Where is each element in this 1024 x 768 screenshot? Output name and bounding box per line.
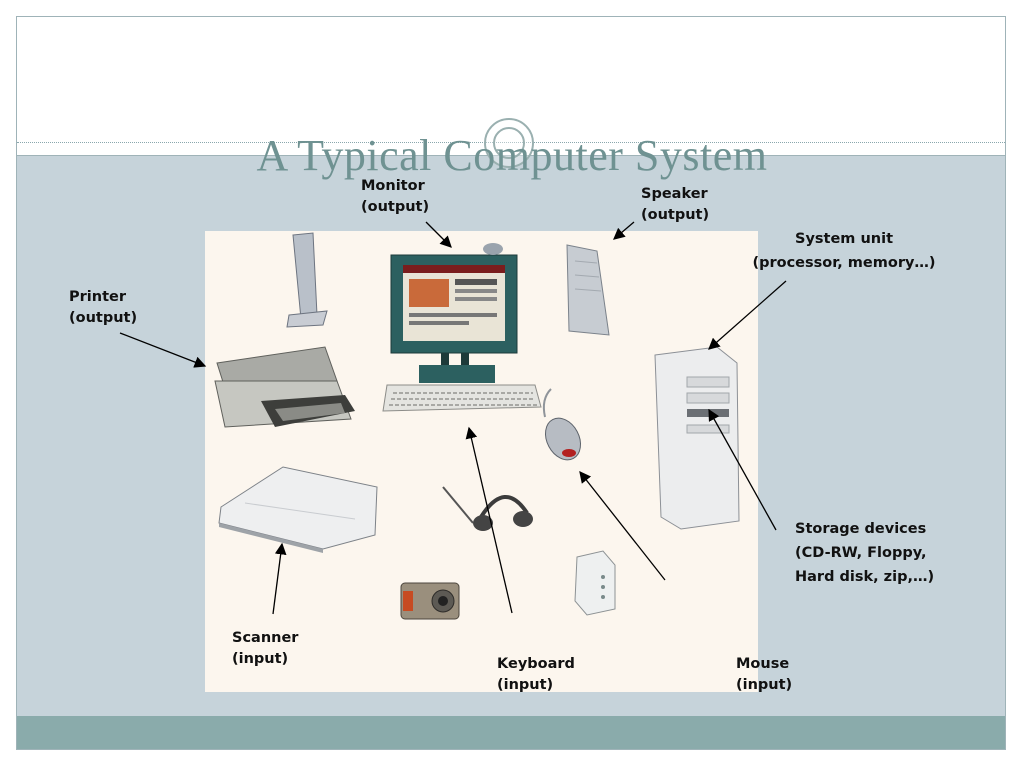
scanner-icon bbox=[218, 466, 378, 553]
digital-camera-icon bbox=[400, 582, 460, 620]
title-ring-inner bbox=[493, 127, 525, 159]
printer-icon bbox=[214, 346, 355, 428]
slide-title: A Typical Computer System bbox=[256, 131, 768, 180]
monitor-icon bbox=[390, 243, 518, 383]
label-keyboard-name: Keyboard bbox=[497, 656, 575, 672]
label-scanner-role: (input) bbox=[232, 651, 289, 667]
label-keyboard-role: (input) bbox=[497, 677, 554, 693]
label-printer: Printer (output) bbox=[69, 287, 137, 329]
slide-footer-band bbox=[17, 716, 1005, 749]
label-mouse-name: Mouse bbox=[736, 656, 790, 672]
computer-system-illustration bbox=[214, 232, 740, 620]
label-mouse-role: (input) bbox=[736, 677, 793, 693]
arrow-storage bbox=[708, 408, 777, 531]
keyboard-icon bbox=[382, 384, 542, 412]
arrow-monitor bbox=[425, 221, 452, 248]
label-printer-name: Printer bbox=[69, 289, 126, 305]
headset-icon bbox=[442, 486, 533, 531]
label-system-unit-name: System unit bbox=[795, 231, 893, 247]
label-monitor-role: (output) bbox=[361, 199, 430, 215]
label-speaker-role: (output) bbox=[641, 207, 710, 223]
label-monitor: Monitor (output) bbox=[361, 176, 429, 218]
label-system-unit-role: (processor, memory…) bbox=[752, 255, 936, 271]
arrow-scanner bbox=[272, 542, 287, 615]
speaker-icon bbox=[566, 244, 610, 336]
label-scanner-name: Scanner bbox=[232, 630, 299, 646]
arrow-speaker bbox=[613, 221, 635, 240]
label-printer-role: (output) bbox=[69, 310, 138, 326]
label-storage-detail-1: (CD-RW, Floppy, bbox=[795, 545, 927, 561]
arrow-mouse bbox=[579, 470, 666, 581]
label-speaker-name: Speaker bbox=[641, 186, 708, 202]
label-scanner: Scanner (input) bbox=[232, 628, 298, 670]
label-speaker: Speaker (output) bbox=[641, 184, 709, 226]
label-mouse: Mouse (input) bbox=[736, 654, 792, 696]
system-unit-icon bbox=[654, 346, 740, 530]
arrow-printer bbox=[119, 332, 207, 368]
label-storage-name: Storage devices bbox=[795, 521, 927, 537]
label-storage: Storage devices (CD-RW, Floppy, Hard dis… bbox=[795, 517, 934, 589]
label-monitor-name: Monitor bbox=[361, 178, 425, 194]
label-keyboard: Keyboard (input) bbox=[497, 654, 575, 696]
mouse-icon bbox=[542, 388, 582, 461]
title-ring-ornament bbox=[484, 118, 534, 168]
computer-system-photo bbox=[205, 231, 758, 692]
flat-panel-display-icon bbox=[286, 232, 328, 328]
arrow-keyboard bbox=[465, 426, 513, 614]
label-storage-detail-2: Hard disk, zip,…) bbox=[795, 569, 935, 585]
modem-icon bbox=[574, 550, 616, 616]
label-system-unit: System unit (processor, memory…) bbox=[746, 227, 942, 275]
arrow-system-unit bbox=[708, 280, 787, 350]
